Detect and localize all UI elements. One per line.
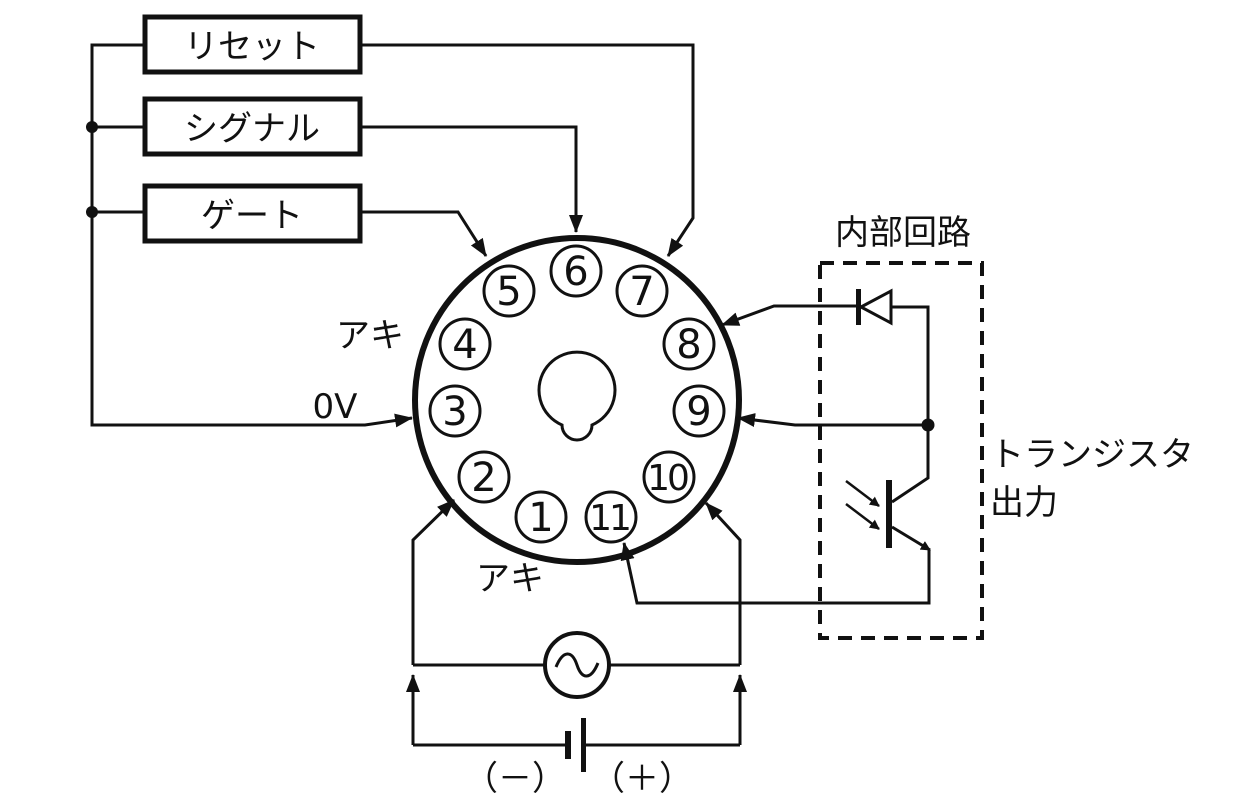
internal-circuit-wiring (620, 288, 935, 605)
gate-input-box: ゲート (142, 183, 363, 244)
pin-3: 3 (428, 384, 482, 438)
svg-text:1: 1 (528, 495, 553, 541)
transistor-icon (620, 425, 931, 605)
socket-key (537, 350, 617, 442)
junction-dot (86, 206, 98, 218)
pin-11: 11 (584, 490, 638, 544)
pin-4: 4 (438, 317, 492, 371)
unused-label-lower: アキ (476, 559, 544, 599)
unused-label-upper: アキ (336, 316, 404, 356)
light-arrows-icon (845, 480, 880, 530)
signal-label: シグナル (184, 109, 320, 149)
zero-volt-label: 0V (313, 387, 358, 427)
svg-text:6: 6 (563, 249, 588, 295)
pin-8: 8 (662, 317, 716, 371)
svg-text:5: 5 (496, 269, 521, 315)
svg-text:3: 3 (442, 389, 467, 435)
minus-label: （－） (464, 759, 566, 799)
plus-label: （＋） (591, 759, 693, 799)
transistor-output-label-line1: トランジスタ (990, 435, 1194, 475)
pin-10: 10 (642, 450, 696, 504)
signal-input-box: シグナル (142, 96, 363, 157)
ac-source-icon (543, 631, 611, 699)
pin-5: 5 (482, 264, 536, 318)
pin-7: 7 (615, 264, 669, 318)
junction-dot (86, 121, 98, 133)
internal-circuit-boundary (818, 261, 984, 640)
common-bus-wires (86, 43, 413, 428)
svg-text:11: 11 (589, 498, 629, 539)
input-wires (360, 43, 695, 257)
reset-label: リセット (184, 27, 320, 67)
power-supply-wires (406, 498, 747, 747)
diode-icon (856, 288, 893, 326)
svg-text:7: 7 (629, 269, 654, 315)
pin-2: 2 (457, 450, 511, 504)
pin-6: 6 (549, 244, 603, 298)
svg-text:8: 8 (676, 322, 701, 368)
internal-circuit-label: 内部回路 (835, 213, 971, 253)
svg-text:10: 10 (647, 458, 688, 499)
transistor-output-label-line2: 出力 (990, 483, 1058, 523)
battery-icon (565, 718, 586, 772)
pins: 1 2 3 4 5 6 7 8 (428, 244, 726, 544)
reset-input-box: リセット (142, 14, 363, 75)
svg-text:4: 4 (452, 322, 477, 368)
svg-text:9: 9 (686, 389, 711, 435)
svg-text:2: 2 (471, 455, 496, 501)
pin-9: 9 (672, 384, 726, 438)
pin-1: 1 (514, 490, 568, 544)
gate-label: ゲート (201, 196, 303, 236)
